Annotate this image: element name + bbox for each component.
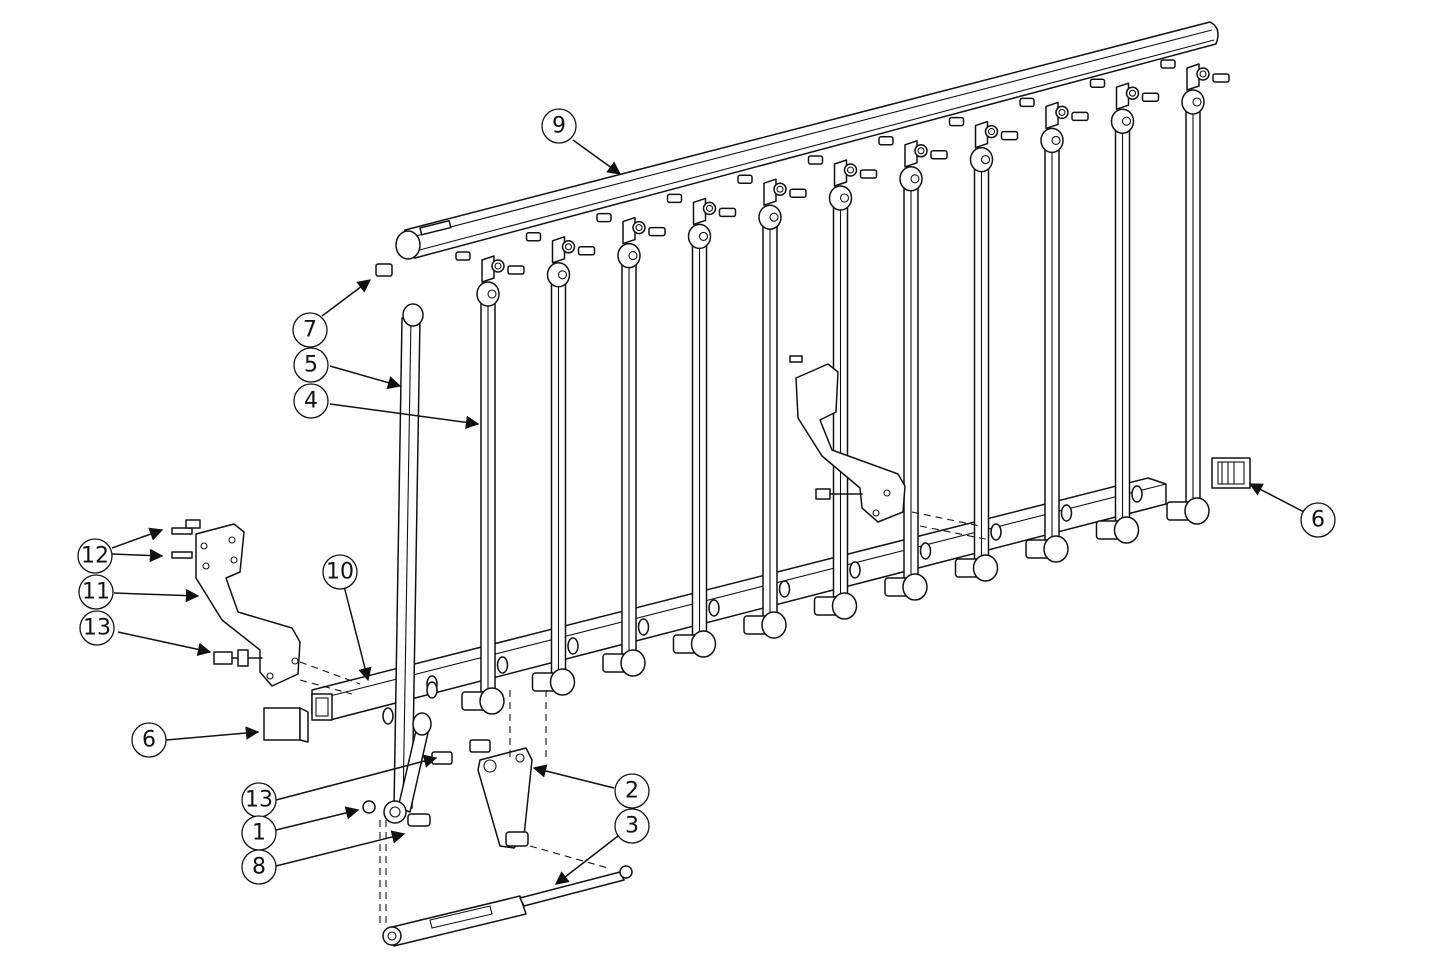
balloon-13-upper: 13 [79,610,115,646]
balloon-10: 10 [322,554,358,590]
balloon-label: 9 [552,114,566,139]
tube-hole [919,542,932,560]
pivot-screw [375,263,393,277]
vertical-bar [525,232,596,696]
balloon-label: 2 [625,779,639,804]
washer [362,800,376,814]
balloon-8: 8 [241,849,277,885]
bottom-tube [311,477,1167,721]
tube-hole [778,580,791,598]
vertical-bar [666,193,737,658]
vertical-bar [596,212,666,677]
tube-hole [496,656,509,674]
tube-hole [708,599,720,617]
tube-hole [849,561,861,579]
tube-hole [567,637,579,655]
drive-link [383,303,432,824]
gas-spring [382,865,633,947]
balloon-3: 3 [614,808,650,844]
balloon-label: 13 [83,616,111,641]
balloon-label: 13 [245,788,273,813]
vertical-bar [455,251,525,715]
top-rail [395,21,1219,260]
leaders [111,139,1305,885]
tube-holes [382,485,1143,725]
vertical-bar [948,116,1019,582]
balloon-2: 2 [614,773,650,809]
balloon-label: 7 [303,318,317,343]
balloon-9: 9 [541,108,577,144]
balloon-label: 3 [625,814,639,839]
balloon-label: 1 [252,821,266,846]
balloon-label: 6 [1311,508,1325,533]
balloon-6-left: 6 [131,722,167,758]
tube-hole [990,523,1002,541]
vertical-bars [455,59,1230,715]
balloon-13-lower: 13 [241,782,277,818]
tube-hole [426,681,438,699]
vertical-bar [1160,59,1230,525]
tube-hole [1131,485,1143,503]
balloon-label: 8 [252,855,266,880]
vertical-bar [878,136,948,601]
balloon-label: 10 [326,560,354,585]
mounting-bracket [171,519,301,687]
balloon-label: 11 [82,580,110,605]
end-cap-right [1211,457,1251,489]
balloon-1: 1 [241,815,277,851]
vertical-bar [1019,97,1089,563]
pin [407,813,431,827]
lever-plate [431,739,533,849]
vertical-bar [807,155,878,620]
tube-hole [637,618,650,636]
end-cap-left [263,707,309,743]
tube-hole [382,707,394,725]
balloon-11: 11 [78,574,114,610]
balloon-label: 12 [81,544,109,569]
balloon-7: 7 [292,312,328,348]
vertical-bar [737,174,807,639]
balloon-5: 5 [293,347,329,383]
tube-hole [1060,504,1073,522]
balloon-label: 5 [304,353,318,378]
balloon-12: 12 [77,538,113,574]
balloon-4: 4 [293,383,329,419]
balloon-label: 4 [304,389,318,414]
balloon-6-right: 6 [1300,502,1336,538]
mounting-bracket-rear [789,355,906,523]
vertical-bar [1089,78,1160,544]
balloon-label: 6 [142,728,156,753]
